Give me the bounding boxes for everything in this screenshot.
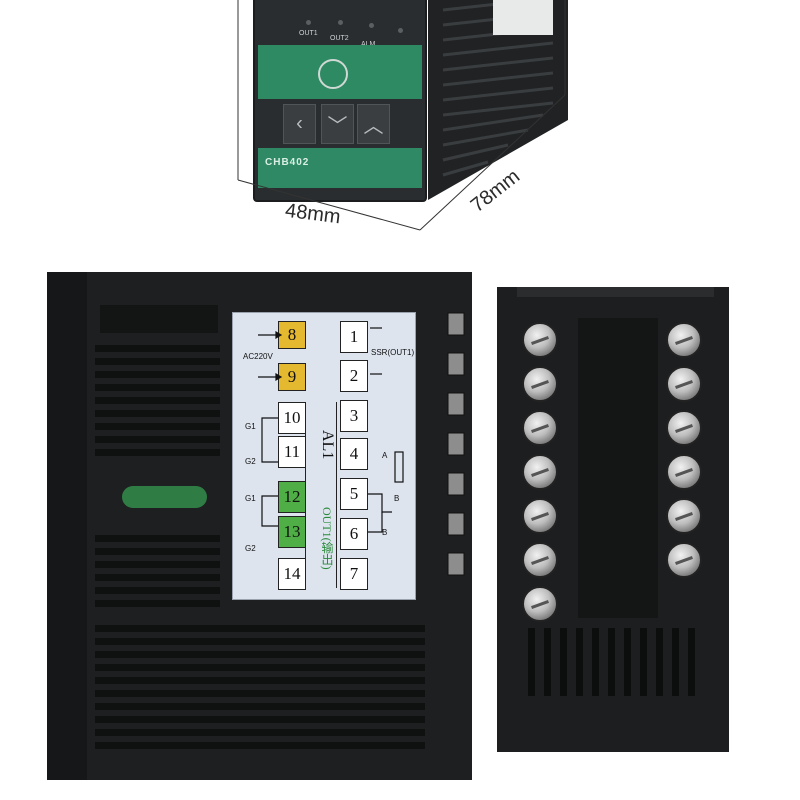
chevron-up-icon: ︿: [363, 115, 384, 138]
ssr-note: SSR(OUT1): [371, 348, 415, 357]
terminal-7: 7: [340, 558, 368, 590]
output-block: OUT1(输出): [305, 488, 337, 588]
terminal-screw: [666, 322, 702, 358]
terminal-3: 3: [340, 400, 368, 432]
g-label: G1: [245, 422, 256, 431]
set-key[interactable]: ‹: [283, 104, 316, 144]
power-note: AC220V: [243, 352, 273, 361]
vent-grille-upper: [95, 345, 220, 456]
rear-vent-grille: [528, 628, 695, 696]
up-key[interactable]: ︿: [357, 104, 390, 144]
terminal-studs: [447, 312, 465, 576]
indicator-label: ALM: [361, 41, 375, 48]
terminal-screw: [666, 410, 702, 446]
terminal-screw: [522, 366, 558, 402]
terminal-4: 4: [340, 438, 368, 470]
vent-grille-middle: [95, 535, 220, 607]
bezel-edge: [47, 272, 87, 780]
terminal-9: 9: [278, 363, 306, 391]
indicator-label: OUT1: [299, 30, 318, 37]
rear-top-edge: [517, 287, 714, 297]
alm-led: [369, 23, 374, 28]
terminal-screw: [522, 410, 558, 446]
down-key[interactable]: ﹀: [321, 104, 354, 144]
terminal-screw: [666, 454, 702, 490]
at-led: [398, 28, 403, 33]
terminal-14: 14: [278, 558, 306, 590]
alarm-block: AL1: [305, 402, 337, 488]
wiring-diagram-label: [232, 312, 416, 600]
g-label: G1: [245, 494, 256, 503]
chevron-down-icon: ﹀: [327, 115, 348, 138]
circuit-board-window: [122, 486, 207, 508]
terminal-5: 5: [340, 478, 368, 510]
set-icon: [318, 59, 348, 89]
out1-led: [306, 20, 311, 25]
terminal-screw: [522, 322, 558, 358]
out2-led: [338, 20, 343, 25]
model-strip: [258, 148, 422, 188]
dimension-lines: [237, 0, 566, 231]
terminal-screw: [522, 542, 558, 578]
sensor-label: B: [394, 494, 400, 503]
terminal-divider: [578, 318, 658, 618]
terminal-12: 12: [278, 481, 306, 513]
terminal-2: 2: [340, 360, 368, 392]
terminal-screw: [666, 498, 702, 534]
vent-grille-lower: [95, 625, 425, 749]
g-label: G2: [245, 544, 256, 553]
return-icon: ‹: [296, 112, 303, 135]
terminal-11: 11: [278, 436, 306, 468]
terminal-screw: [522, 498, 558, 534]
terminal-screw: [522, 454, 558, 490]
controller-side-housing: [428, 0, 568, 200]
top-slot: [100, 305, 218, 333]
terminal-1: 1: [340, 321, 368, 353]
terminal-6: 6: [340, 518, 368, 550]
g-label: G2: [245, 457, 256, 466]
sensor-label: A: [382, 451, 388, 460]
model-label: CHB402: [265, 157, 310, 168]
wiring-lines: [258, 327, 404, 533]
terminal-screw: [666, 542, 702, 578]
indicator-label: OUT2: [330, 35, 349, 42]
terminal-10: 10: [278, 402, 306, 434]
terminal-screw: [666, 366, 702, 402]
sensor-label: B: [382, 528, 388, 537]
terminal-screw: [522, 586, 558, 622]
terminal-13: 13: [278, 516, 306, 548]
